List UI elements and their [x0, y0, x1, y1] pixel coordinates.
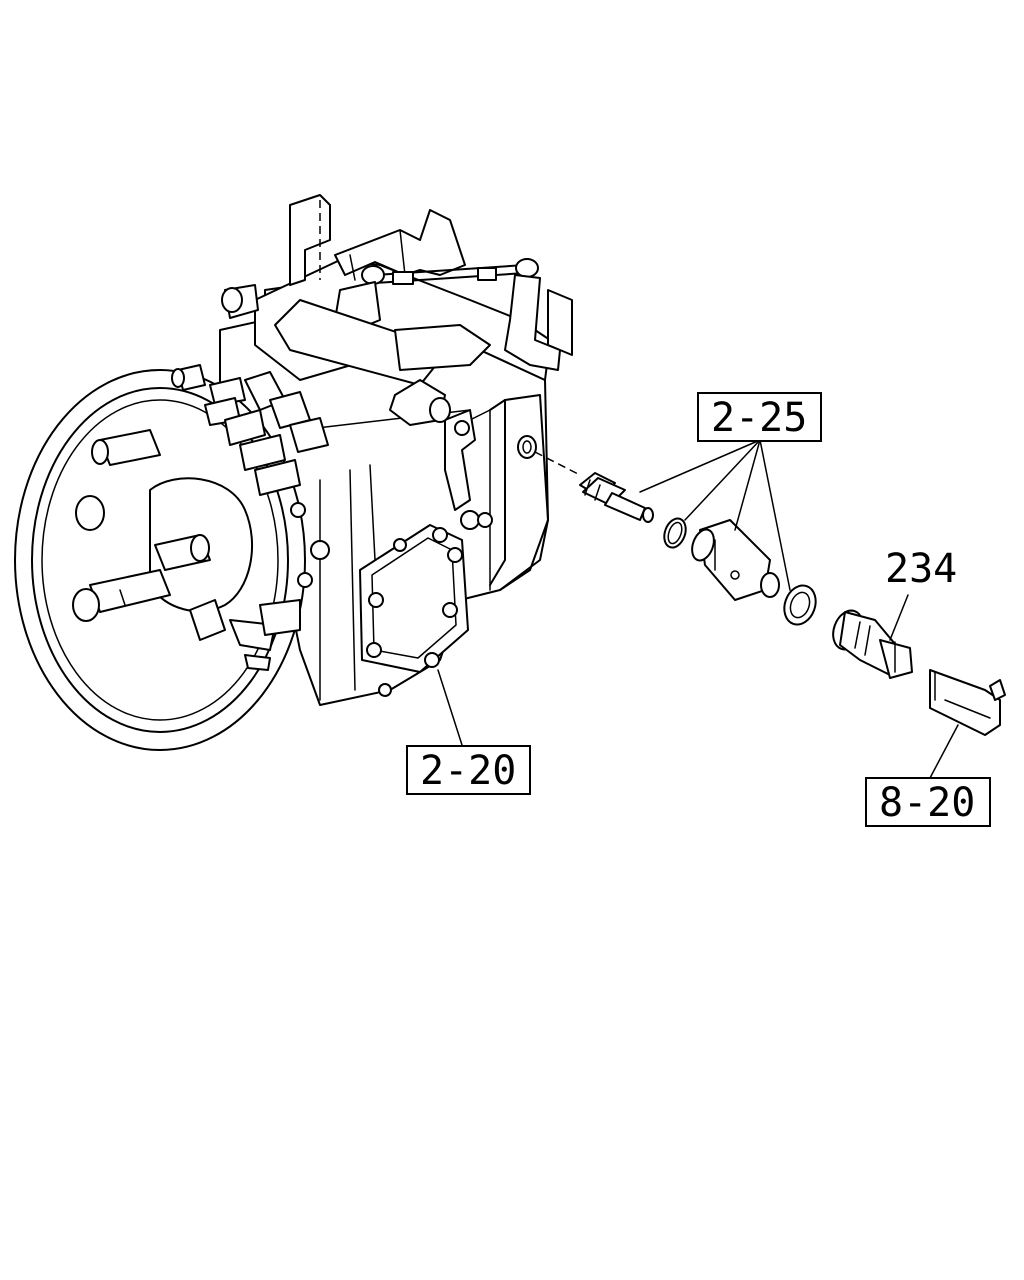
- callout-8-20: 8-20: [865, 777, 991, 827]
- housing-bolts: [171, 364, 330, 588]
- shift-mechanism: [221, 194, 573, 426]
- callout-2-20-text: 2-20: [420, 748, 516, 794]
- vehicle-speed-sensor: [832, 609, 913, 679]
- callout-2-20: 2-20: [406, 745, 531, 795]
- leader-lines: [437, 439, 959, 779]
- callout-2-25-text: 2-25: [711, 395, 807, 441]
- sensor-bracket: [929, 669, 1006, 736]
- part-number-234: 234: [885, 546, 957, 592]
- callout-8-20-text: 8-20: [879, 780, 975, 826]
- bell-housing: [14, 369, 306, 751]
- callout-2-25: 2-25: [697, 392, 822, 442]
- speedometer-driven-gear-assembly: [534, 451, 817, 626]
